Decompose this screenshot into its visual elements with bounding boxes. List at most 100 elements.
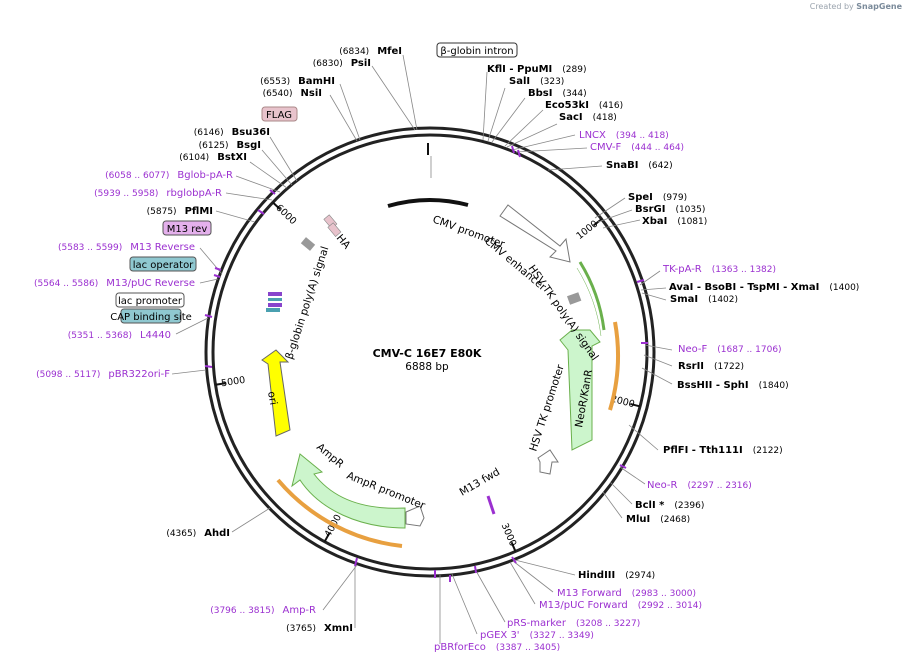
enzyme-name: BsgI (237, 140, 261, 151)
site-position: (2468) (660, 515, 690, 525)
enzyme-name: PflFI - Tth111I (663, 445, 743, 456)
site-label-neor: Neo-R (2297 .. 2316) (647, 480, 752, 491)
neo-orf-line (576, 267, 602, 337)
primer-name: M13/pUC Reverse (106, 278, 195, 289)
enzyme-name: AhdI (204, 528, 230, 539)
site-label-pflfi: PflFI - Tth111I(2122) (663, 445, 783, 456)
tick-mark (510, 541, 517, 552)
terminator-block (300, 237, 316, 251)
primer-name: M13 Reverse (130, 242, 195, 253)
site-position: (5939 .. 5958) (94, 189, 158, 199)
m13-fwd-mark (486, 495, 496, 515)
site-label-mfei: MfeI (6834) (339, 46, 402, 57)
site-position: (2396) (674, 501, 704, 511)
site-label-eco53ki: Eco53kI(416) (545, 100, 623, 111)
site-position: (1840) (759, 381, 789, 391)
m13rev-box-label: M13 rev (167, 224, 208, 235)
site-position: (6146) (194, 128, 224, 138)
site-label-xmni: XmnI (3765) (286, 623, 353, 634)
neor-arrow (559, 329, 601, 451)
neo-orf-line (578, 261, 606, 331)
ori-arrow (261, 349, 291, 437)
primer-name: L4440 (140, 330, 171, 341)
primer-name: TK-pA-R (662, 264, 702, 275)
site-label-xbai: XbaI(1081) (642, 216, 707, 227)
enzyme-name: PflMI (185, 206, 213, 217)
site-label-bstxi: BstXI(6104) (179, 152, 247, 163)
site-label-smai: SmaI(1402) (670, 294, 738, 305)
enzyme-name: AvaI - BsoBI - TspMI - XmaI (669, 282, 819, 293)
site-position: (394 .. 418) (616, 131, 669, 141)
primer-name: Neo-R (647, 480, 678, 491)
ori-label: ori (265, 390, 279, 406)
enzyme-name: PsiI (351, 58, 371, 69)
hsv-promoter-label: HSV TK promoter (527, 363, 567, 453)
site-position: (416) (599, 101, 623, 111)
ampr-label: AmpR (314, 441, 346, 470)
enzyme-name: BssHII - SphI (677, 380, 749, 391)
enzyme-name: BsrGI (635, 204, 665, 215)
site-position: (3796 .. 3815) (210, 606, 274, 616)
site-label-nsii: NsiI(6540) (263, 88, 322, 99)
bglobin-polya-label: β-globin poly(A) signal (283, 245, 331, 361)
primer-name: pBR322ori-F (108, 369, 170, 380)
lac-marker (266, 308, 280, 312)
site-position: (2992 .. 3014) (638, 601, 702, 611)
site-position: (289) (562, 65, 586, 75)
site-position: (1722) (714, 362, 744, 372)
site-position: (6540) (263, 89, 293, 99)
site-position: (3327 .. 3349) (530, 631, 594, 641)
site-label-rbglob: rbglobpA-R(5939 .. 5958) (94, 188, 222, 199)
lac-marker (268, 292, 282, 296)
primer-name: Bglob-pA-R (177, 170, 233, 181)
site-position: (5098 .. 5117) (36, 370, 100, 380)
ha-marker (327, 222, 342, 237)
hsv-polya-block (566, 292, 582, 305)
cmv-enhancer-arrow (499, 204, 571, 263)
primer-name: CMV-F (590, 142, 621, 153)
site-position: (6834) (339, 47, 369, 57)
site-position: (2974) (625, 571, 655, 581)
site-position: (2297 .. 2316) (688, 481, 752, 491)
boxed-labels: β-globin intron FLAG M13 rev lac operato… (110, 42, 518, 324)
enzyme-name: MfeI (377, 46, 402, 57)
enzyme-name: Bsu36I (232, 127, 270, 138)
site-label-bsgi: BsgI(6125) (199, 140, 261, 151)
cap-site-label: CAP binding site (110, 312, 192, 323)
enzyme-name: BamHI (298, 76, 335, 87)
enzyme-name: XmnI (324, 623, 353, 634)
tick-mark (630, 402, 641, 408)
site-label-avai: AvaI - BsoBI - TspMI - XmaI(1400) (669, 282, 859, 293)
site-label-bsshii: BssHII - SphI (1840) (677, 380, 789, 391)
tick-label: 3000 (499, 522, 519, 549)
plasmid-name: CMV-C 16E7 E80K (373, 347, 482, 360)
site-label-m13pucf: M13/pUC Forward(2992 .. 3014) (539, 600, 702, 611)
site-position: (323) (540, 77, 564, 87)
lac-promoter-label: lac promoter (118, 296, 183, 307)
site-position: (3765) (286, 624, 316, 634)
site-label-bamhi: BamHI(6553) (260, 76, 335, 87)
enzyme-name: SnaBI (606, 160, 638, 171)
site-label-bsu36i: Bsu36I (6146) (194, 127, 270, 138)
lac-marker (268, 298, 282, 301)
site-label-ampr: Amp-R(3796 .. 3815) (210, 605, 316, 616)
site-label-ahdi: AhdI (4365) (166, 528, 230, 539)
primer-name: pBRforEco (434, 642, 486, 653)
site-position: (1687 .. 1706) (717, 345, 781, 355)
site-label-l4440: L4440(5351 .. 5368) (68, 330, 171, 341)
site-position: (5875) (147, 207, 177, 217)
site-position: (6104) (179, 153, 209, 163)
site-position: (4365) (166, 529, 196, 539)
cmv-promoter-arc (387, 198, 469, 208)
site-position: (6058 .. 6077) (105, 171, 169, 181)
ampr-promoter-arrow (405, 505, 425, 527)
right-site-labels: KflI - PpuMI(289)SalI(323)BbsI(344)Eco53… (434, 64, 859, 653)
site-position: (418) (593, 113, 617, 123)
site-label-cmvf: CMV-F(444 .. 464) (590, 142, 684, 153)
site-label-bbsi: BbsI(344) (528, 88, 587, 99)
enzyme-name: SacI (559, 112, 583, 123)
site-label-pbrforeco: pBRforEco(3387 .. 3405) (434, 642, 560, 653)
site-label-pbr322: pBR322ori-F (5098 .. 5117) (36, 369, 170, 380)
feature-layer (204, 143, 648, 582)
site-label-prs: pRS-marker(3208 .. 3227) (507, 618, 640, 629)
